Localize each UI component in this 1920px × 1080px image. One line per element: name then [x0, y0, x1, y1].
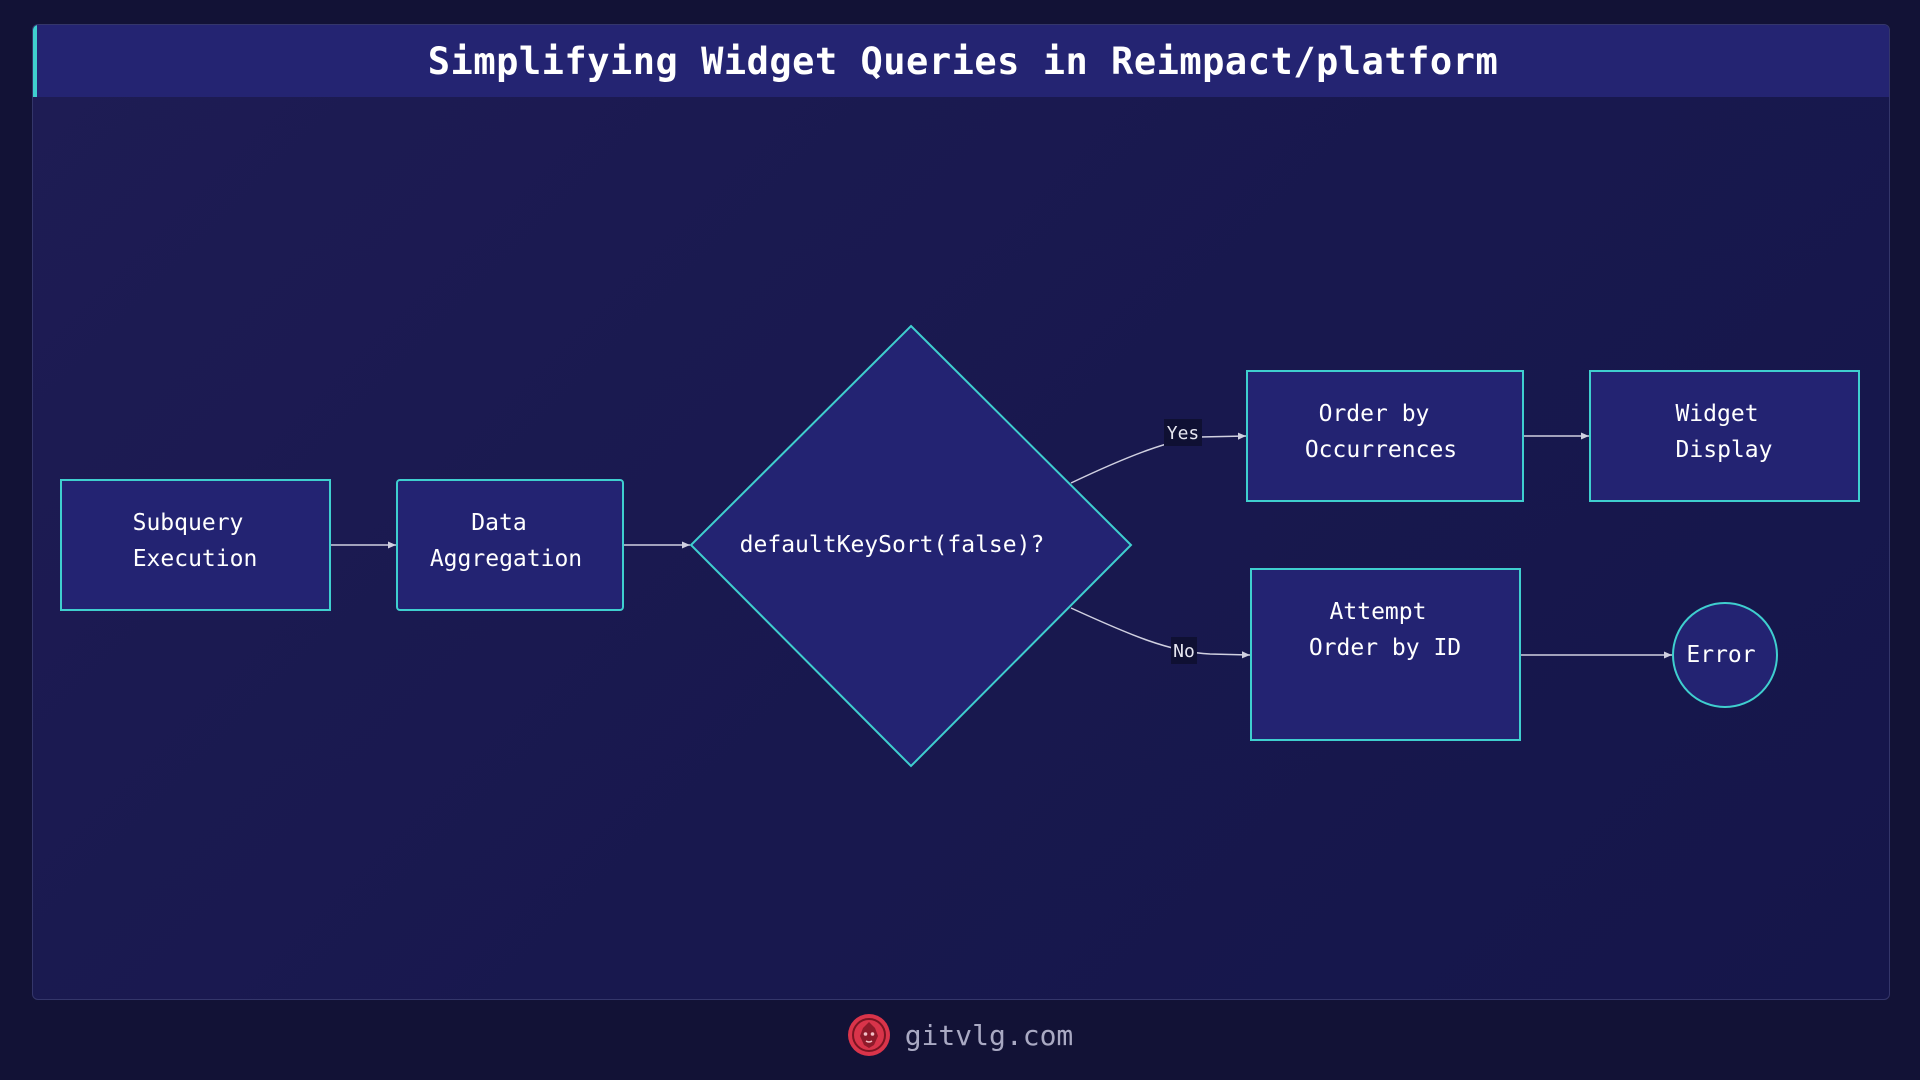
node-error-label: Error	[1686, 642, 1755, 668]
edge-decision-no	[1070, 607, 1251, 659]
node-widget-display: Widget Display	[1589, 370, 1860, 502]
node-subquery-execution: Subquery Execution	[60, 479, 331, 611]
node-order-by-occurrences: Order by Occurrences	[1246, 370, 1524, 502]
node-widget-line1: Widget	[1675, 401, 1758, 427]
edge-decision-yes	[1070, 432, 1247, 484]
edge-label-no-text: No	[1173, 641, 1195, 662]
footer: gitvlg.com	[0, 1010, 1920, 1060]
node-widget-line2: Display	[1676, 437, 1773, 463]
node-attempt-line1: Attempt	[1330, 599, 1427, 625]
page-title: Simplifying Widget Queries in Reimpact/p…	[427, 39, 1499, 83]
node-error: Error	[1672, 602, 1778, 708]
edge-label-yes: Yes	[1164, 419, 1202, 446]
node-data-aggregation: Data Aggregation	[396, 479, 624, 611]
node-aggregation-line1: Data	[471, 510, 526, 536]
node-decision-label: defaultKeySort(false)?	[740, 532, 1045, 558]
node-subquery-line2: Execution	[133, 546, 258, 572]
title-bar: Simplifying Widget Queries in Reimpact/p…	[33, 25, 1889, 97]
node-attempt-order-by-id: Attempt Order by ID	[1250, 568, 1521, 741]
node-decision: defaultKeySort(false)?	[689, 324, 1133, 768]
node-occurrences-line1: Order by	[1319, 401, 1430, 427]
footer-brand[interactable]: gitvlg.com	[904, 1018, 1074, 1052]
node-attempt-line2: Order by ID	[1309, 635, 1461, 661]
node-occurrences-line2: Occurrences	[1305, 437, 1457, 463]
diagram-card: Simplifying Widget Queries in Reimpact/p…	[32, 24, 1890, 1000]
node-aggregation-line2: Aggregation	[430, 546, 582, 572]
node-subquery-line1: Subquery	[133, 510, 244, 536]
lion-logo-icon	[847, 1014, 890, 1056]
edge-label-yes-text: Yes	[1167, 423, 1200, 444]
edge-label-no: No	[1171, 637, 1197, 664]
